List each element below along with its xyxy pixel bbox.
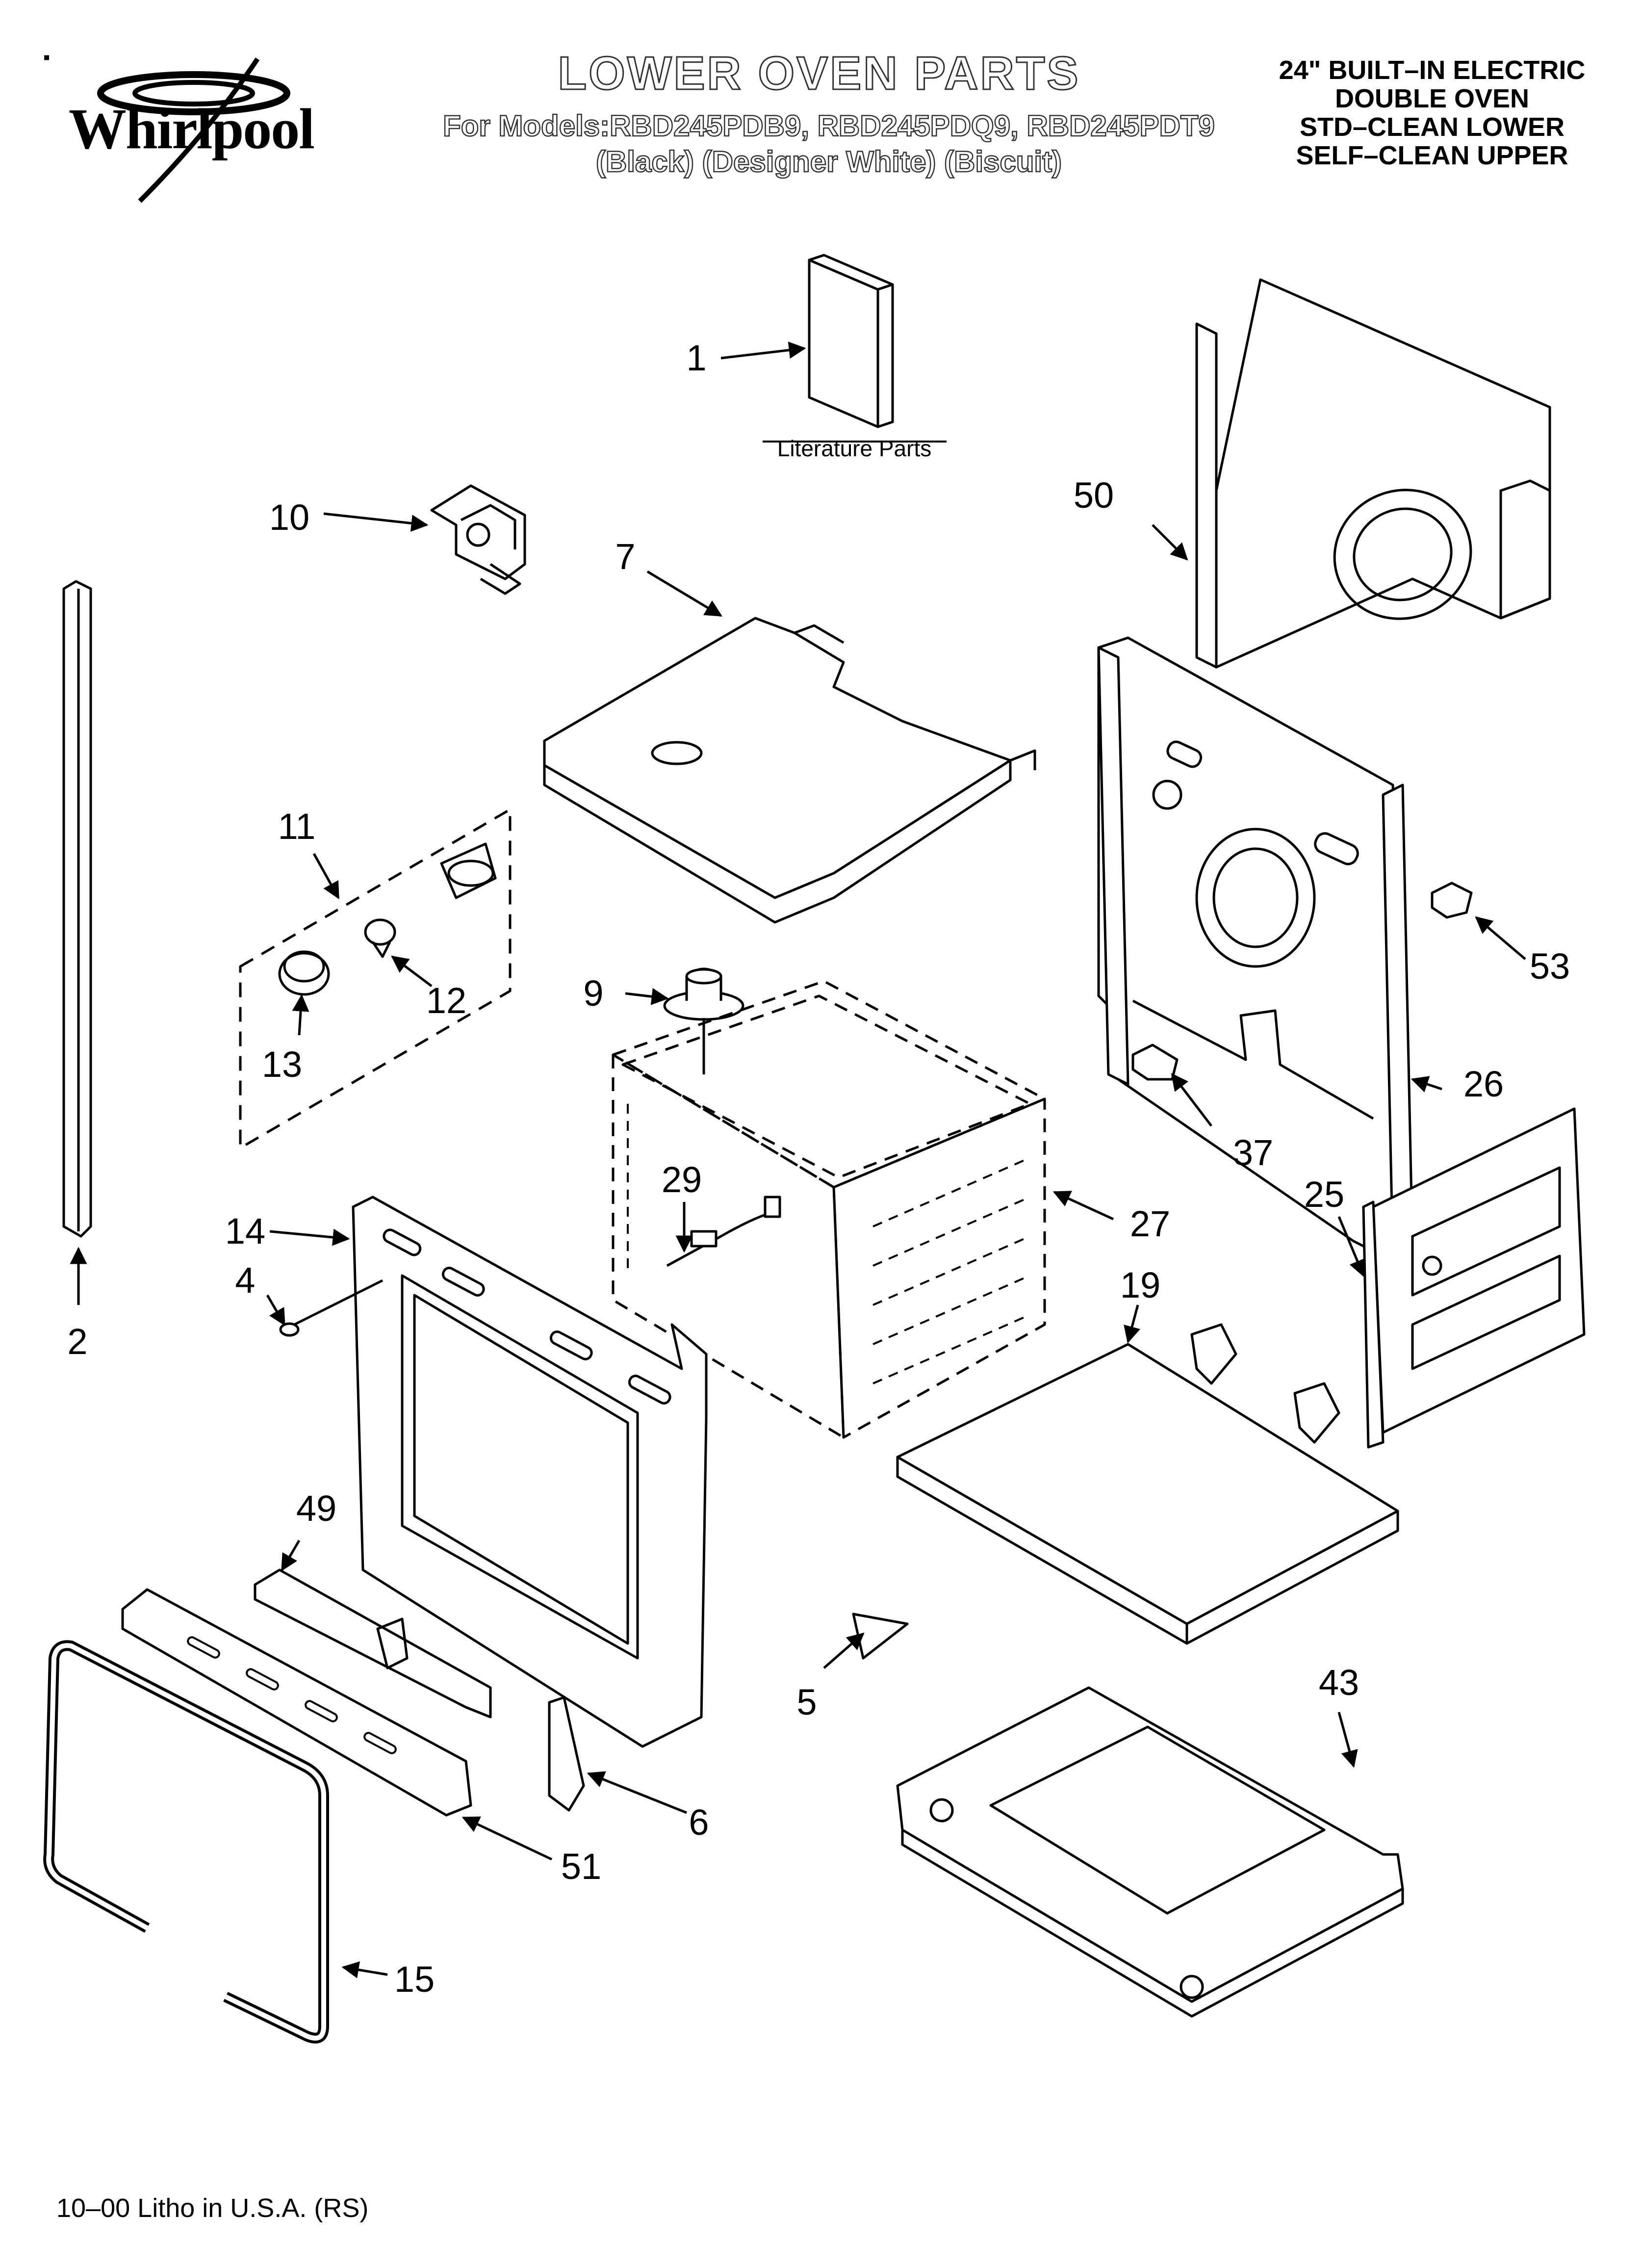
bracket-6-drawing <box>548 1696 585 1812</box>
finish-colors: (Black) (Designer White) (Biscuit) <box>595 145 1063 179</box>
callout-29: 29 <box>662 1159 702 1200</box>
bottom-tray-43-drawing <box>896 1686 1404 2018</box>
corner-mark: ▪ <box>43 47 51 68</box>
page-title: LOWER OVEN PARTS <box>557 47 1080 101</box>
light-kit-drawing <box>239 808 512 1149</box>
gasket-15-drawing <box>43 1640 329 2044</box>
spec-line-2: DOUBLE OVEN <box>1334 84 1530 113</box>
spec-line-1: 24" BUILT–IN ELECTRIC <box>1279 55 1586 85</box>
trim-strip-drawing <box>62 580 92 1238</box>
callout-15: 15 <box>394 1959 435 2000</box>
callout-12: 12 <box>426 980 466 1021</box>
top-panel-drawing <box>543 617 1036 924</box>
callout-19: 19 <box>1120 1265 1160 1305</box>
rear-panel-drawing <box>1195 278 1551 669</box>
brand-logo: Whirlpool <box>69 97 315 161</box>
oven-floor-drawing <box>896 1323 1399 1645</box>
spec-line-4: SELF–CLEAN UPPER <box>1296 141 1568 170</box>
callout-51: 51 <box>561 1846 601 1887</box>
oven-cavity-drawing <box>612 980 1046 1439</box>
oven-cavity-ribs <box>627 1104 1030 1384</box>
callout-2: 2 <box>67 1321 87 1362</box>
callout-7: 7 <box>615 536 635 577</box>
callout-5: 5 <box>796 1682 817 1722</box>
front-frame-drawing <box>352 1196 708 1748</box>
callout-9: 9 <box>583 973 603 1014</box>
model-numbers: For Models:RBD245PDB9, RBD245PDQ9, RBD24… <box>442 109 1215 143</box>
vent-trim-51-drawing <box>121 1588 472 1817</box>
callout-6: 6 <box>689 1802 709 1843</box>
callout-43: 43 <box>1319 1662 1359 1703</box>
clip-53-drawing <box>1431 882 1473 919</box>
callout-1: 1 <box>686 338 706 378</box>
callout-49: 49 <box>296 1488 336 1529</box>
callout-50: 50 <box>1074 475 1114 516</box>
literature-parts-label: Literature Parts <box>777 436 931 461</box>
callout-13: 13 <box>262 1044 302 1085</box>
trim-49-drawing <box>254 1568 492 1719</box>
footer-print-info: 10–00 Litho in U.S.A. (RS) <box>56 2193 369 2223</box>
callout-25: 25 <box>1304 1174 1344 1215</box>
probe-29-drawing <box>666 1196 781 1267</box>
screw-4-drawing <box>279 1279 384 1337</box>
callout-37: 37 <box>1233 1132 1273 1173</box>
callout-4: 4 <box>235 1260 255 1301</box>
side-panel-drawing <box>1362 1107 1586 1449</box>
literature-parts-drawing <box>808 254 894 428</box>
spec-line-3: STD–CLEAN LOWER <box>1300 112 1565 142</box>
callout-11: 11 <box>278 806 316 847</box>
leader-arrows <box>70 341 1526 1979</box>
callout-10: 10 <box>269 497 309 538</box>
callout-53: 53 <box>1530 946 1570 987</box>
bracket-drawing <box>430 484 526 595</box>
callout-27: 27 <box>1130 1203 1170 1244</box>
whirlpool-logo-swirl-icon <box>97 57 290 203</box>
callout-labels: 1 2 10 7 50 11 12 13 9 53 26 37 25 27 29… <box>67 338 1570 2000</box>
callout-26: 26 <box>1463 1064 1504 1104</box>
sensor-9-drawing <box>663 967 744 1074</box>
callout-14: 14 <box>225 1211 265 1251</box>
